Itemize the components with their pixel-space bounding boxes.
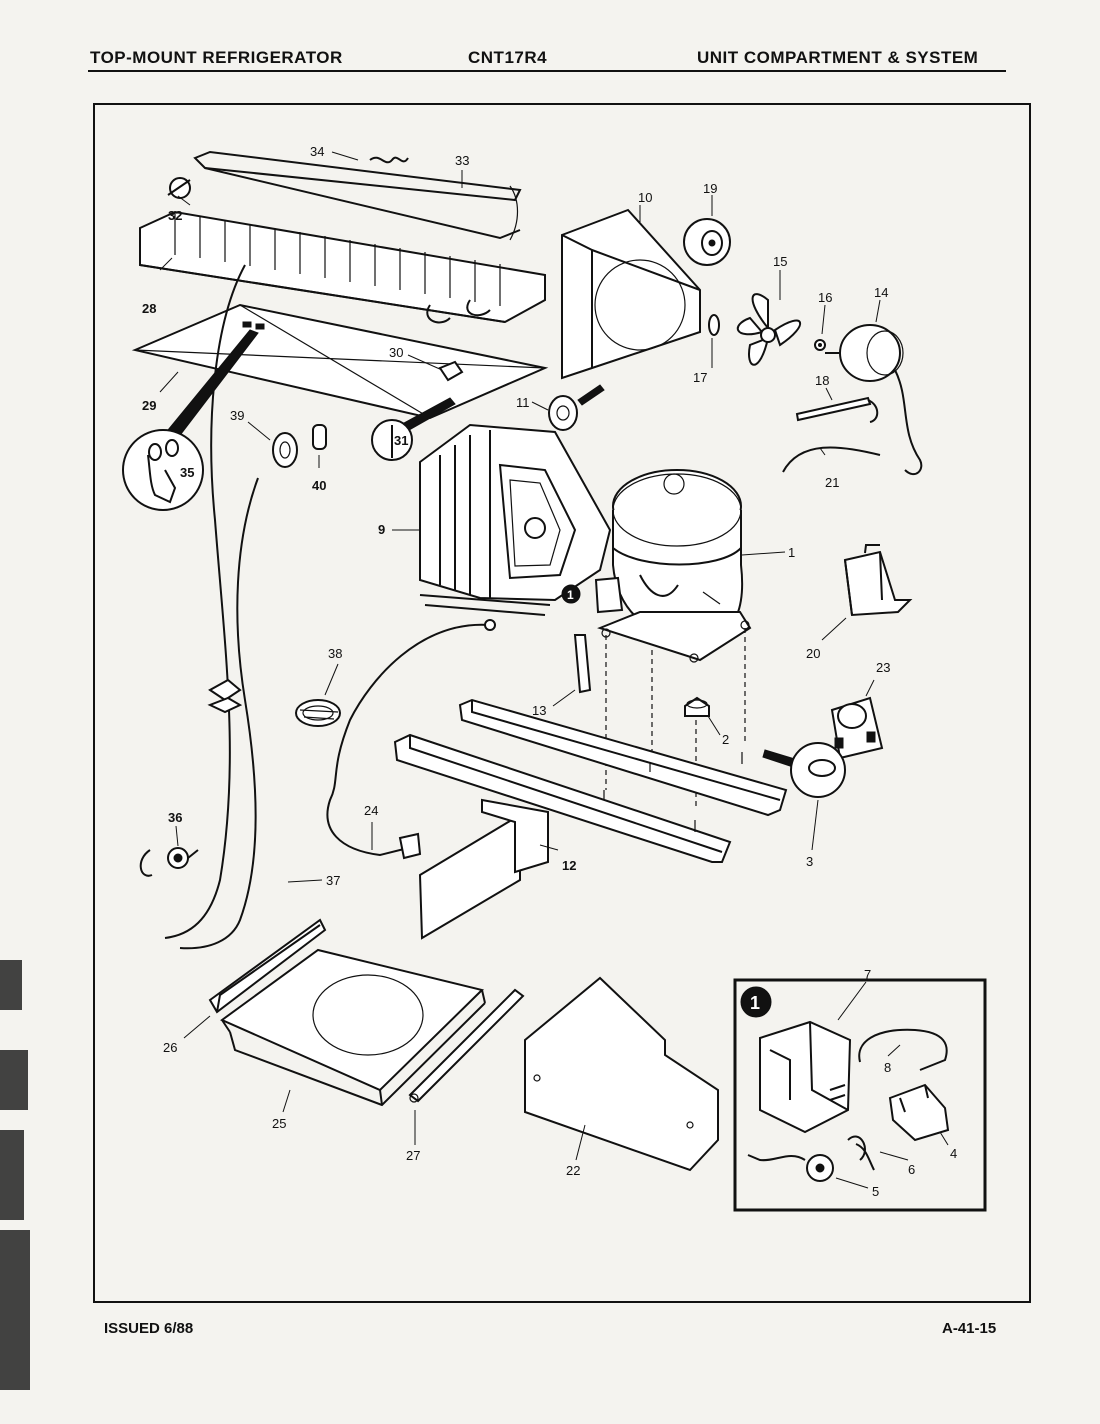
label-12: 12 [562, 858, 576, 873]
scan-mark [0, 1050, 28, 1110]
part-40-clip [312, 424, 327, 450]
part-12-base-rails [393, 698, 788, 940]
label-21: 21 [825, 475, 839, 490]
label-34: 34 [310, 144, 324, 159]
label-15: 15 [773, 254, 787, 269]
part-33-tube-assembly [167, 150, 522, 241]
part-39-grommet [272, 432, 298, 468]
label-18: 18 [815, 373, 829, 388]
part-37-tube [164, 264, 259, 950]
part-24-power-cord [326, 619, 496, 860]
label-17: 17 [693, 370, 707, 385]
label-23: 23 [876, 660, 890, 675]
label-9: 9 [378, 522, 385, 537]
inset-marker-title: 1 [750, 993, 760, 1013]
header-rule [88, 70, 1006, 72]
diagram-frame [93, 103, 1031, 1303]
part-13-drier [573, 634, 592, 694]
label-2: 2 [722, 732, 729, 747]
inset-marker-callout [561, 584, 581, 604]
part-28-condenser [139, 210, 546, 324]
label-32: 32 [168, 208, 182, 223]
part-21-wire [782, 446, 881, 473]
label-24: 24 [364, 803, 378, 818]
label-16: 16 [818, 290, 832, 305]
label-39: 39 [230, 408, 244, 423]
detail-3-circle [762, 742, 846, 798]
scan-mark [0, 1230, 30, 1390]
part-10-fan-shroud [561, 208, 701, 380]
part-14-fan-motor [825, 324, 923, 476]
part-17-clip [708, 314, 720, 336]
label-5: 5 [872, 1184, 879, 1199]
part-26-bracket [208, 918, 327, 1014]
label-36: 36 [168, 810, 182, 825]
detail-35-circle [122, 329, 259, 511]
part-20-capacitor [843, 544, 913, 617]
part-38-clamp [295, 699, 341, 727]
detail-19-circle [683, 218, 731, 266]
label-14: 14 [874, 285, 888, 300]
header-section: UNIT COMPARTMENT & SYSTEM [697, 48, 979, 67]
header-title: TOP-MOUNT REFRIGERATOR [90, 48, 343, 67]
part-29-plate [131, 303, 549, 420]
part-1-compressor [594, 469, 752, 663]
part-34-wire [369, 156, 409, 164]
label-29: 29 [142, 398, 156, 413]
label-27: 27 [406, 1148, 420, 1163]
part-9-coil-housing [419, 423, 612, 616]
part-30-clip [438, 360, 464, 382]
label-31: 31 [394, 433, 408, 448]
leader-lines [159, 151, 949, 1189]
label-7: 7 [864, 967, 871, 982]
label-10: 10 [638, 190, 652, 205]
label-28: 28 [142, 301, 156, 316]
part-11-grommet [548, 384, 605, 431]
part-22-access-panel [524, 976, 719, 1172]
detail-31-circle [371, 397, 456, 461]
part-15-fan-blade [736, 293, 801, 366]
label-38: 38 [328, 646, 342, 661]
label-4: 4 [950, 1146, 957, 1161]
part-25-drain-pan [220, 948, 486, 1107]
label-1: 1 [788, 545, 795, 560]
label-6: 6 [908, 1162, 915, 1177]
part-23-switch [830, 696, 884, 760]
label-40: 40 [312, 478, 326, 493]
part-2-mount [684, 696, 710, 717]
label-26: 26 [163, 1040, 177, 1055]
page-code: A-41-15 [942, 1320, 997, 1337]
label-11: 11 [516, 395, 530, 410]
label-37: 37 [326, 873, 340, 888]
label-22: 22 [566, 1163, 580, 1178]
issued-date: ISSUED 6/88 [104, 1320, 194, 1337]
label-25: 25 [272, 1116, 286, 1131]
label-8: 8 [884, 1060, 891, 1075]
part-18-lead [795, 396, 872, 422]
label-19: 19 [703, 181, 717, 196]
label-30: 30 [389, 345, 403, 360]
scan-mark [0, 1130, 24, 1220]
scan-mark [0, 960, 22, 1010]
part-27-rod [408, 988, 525, 1103]
label-20: 20 [806, 646, 820, 661]
label-13: 13 [532, 703, 546, 718]
label-35: 35 [180, 465, 194, 480]
label-33: 33 [455, 153, 469, 168]
part-36-fitting [139, 847, 199, 877]
header-model: CNT17R4 [468, 48, 548, 67]
label-3: 3 [806, 854, 813, 869]
inset-marker-label: 1 [567, 588, 574, 602]
inset-detail-box: 1 [733, 978, 987, 1212]
